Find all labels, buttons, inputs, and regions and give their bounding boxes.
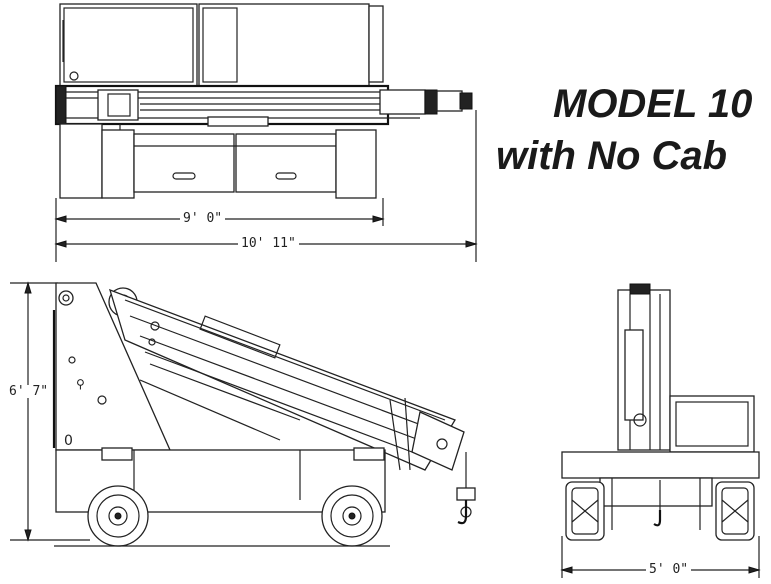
top-view-battery-box-2 (235, 133, 337, 193)
top-view-lower-left (59, 123, 103, 199)
top-view (54, 3, 478, 262)
side-view-rear-wheel (321, 485, 383, 547)
dimension-overall-width: 10' 11" (238, 237, 299, 250)
end-view-chassis (561, 451, 760, 479)
dimension-inner-width: 9' 0" (180, 212, 226, 225)
end-view-right-tire (715, 481, 755, 541)
dimension-height: 6' 7" (6, 385, 52, 398)
dimension-end-width: 5' 0" (646, 563, 692, 576)
top-view-right-panel (198, 3, 370, 87)
svg-text:⚲: ⚲ (76, 377, 85, 391)
side-view-hook-block (456, 487, 476, 501)
side-view: ⚲ 0 (10, 281, 476, 547)
end-view (560, 283, 761, 578)
top-view-battery-box-1 (133, 133, 235, 193)
model-subtitle: with No Cab (496, 134, 728, 178)
side-view-boom (108, 288, 456, 471)
end-view-left-tire (565, 481, 605, 541)
svg-text:0: 0 (64, 433, 73, 449)
side-view-front-wheel (87, 485, 149, 547)
model-title: MODEL 10 (553, 82, 753, 126)
end-view-side-panel (669, 395, 755, 453)
top-view-left-panel (59, 3, 198, 87)
top-view-boom-tip (379, 89, 426, 115)
